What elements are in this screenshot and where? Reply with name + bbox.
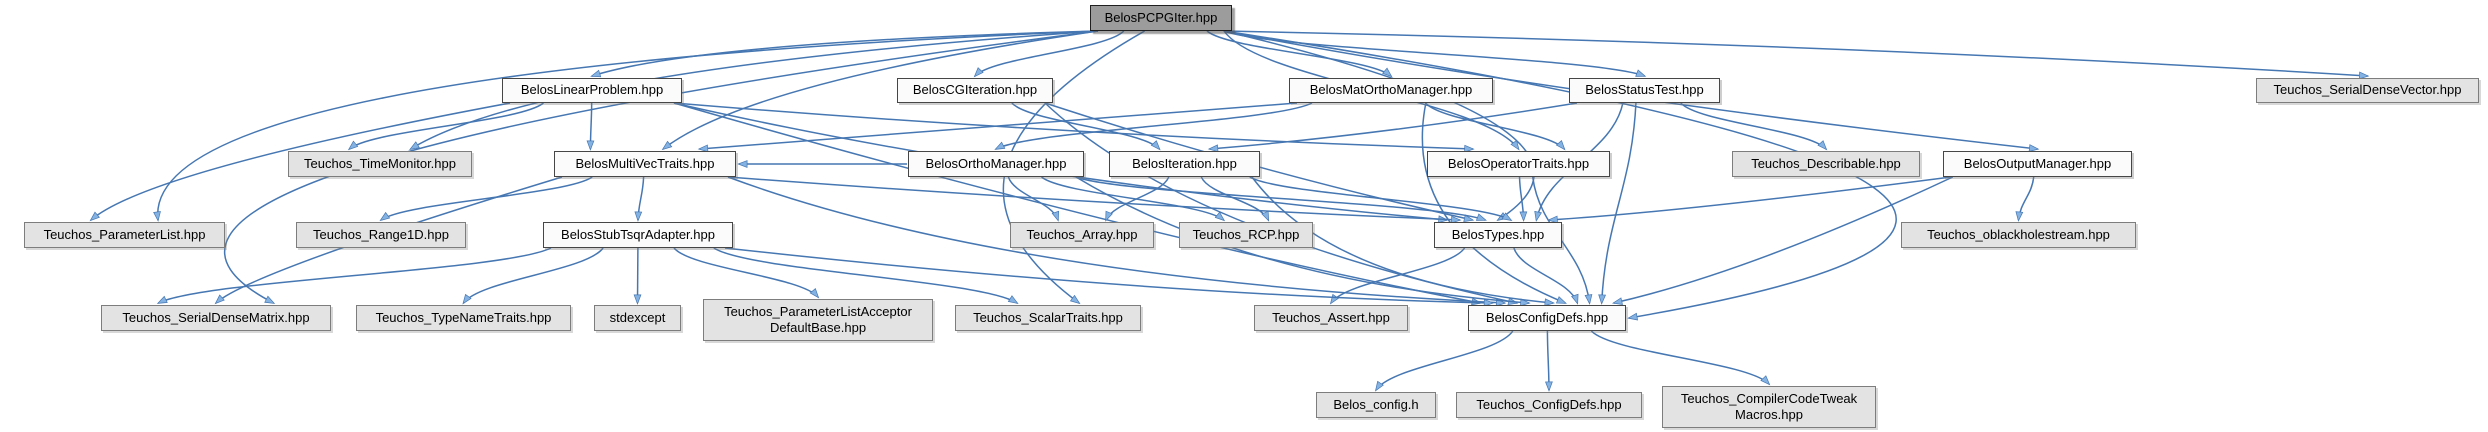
include-edge-lp-mvt <box>586 102 595 151</box>
graph-node-std: stdexcept <box>594 305 681 331</box>
graph-node-tcd: Teuchos_ConfigDefs.hpp <box>1456 392 1642 418</box>
include-edge-cg-it <box>1011 102 1161 151</box>
graph-node-tcct: Teuchos_CompilerCodeTweak Macros.hpp <box>1662 386 1876 428</box>
graph-node-opt[interactable]: BelosOperatorTraits.hpp <box>1427 151 1610 177</box>
include-edge-outm-obh <box>2015 176 2035 222</box>
include-edge-mat-opt <box>1425 102 1566 151</box>
include-edge-stub-cfg <box>724 247 1495 307</box>
include-edge-types-assert <box>1329 247 1466 305</box>
include-edge-lp-tm <box>347 102 544 151</box>
graph-node-sct: Teuchos_ScalarTraits.hpp <box>955 305 1141 331</box>
include-edge-it-arr <box>1105 176 1170 222</box>
graph-node-cfg[interactable]: BelosConfigDefs.hpp <box>1468 305 1626 331</box>
graph-node-pl: Teuchos_ParameterList.hpp <box>24 222 225 248</box>
include-edge-lp-pl <box>89 102 511 222</box>
include-edge-st-it <box>1207 102 1578 153</box>
graph-node-cg[interactable]: BelosCGIteration.hpp <box>897 78 1053 103</box>
include-edge-st-desc <box>1680 102 1828 151</box>
include-edge-root-cg <box>973 30 1125 78</box>
include-edge-outm-cfg <box>1612 176 1954 305</box>
graph-node-sdv: Teuchos_SerialDenseVector.hpp <box>2256 78 2479 103</box>
include-edge-stub-sdm <box>156 247 552 304</box>
graph-node-desc: Teuchos_Describable.hpp <box>1732 151 1920 177</box>
include-edge-it-rcp <box>1200 176 1270 222</box>
graph-node-st[interactable]: BelosStatusTest.hpp <box>1569 78 1720 103</box>
graph-node-it[interactable]: BelosIteration.hpp <box>1109 151 1260 177</box>
include-edge-lp-cfg <box>673 102 1483 306</box>
include-edge-stub-tnt <box>462 247 604 305</box>
graph-node-assert: Teuchos_Assert.hpp <box>1254 305 1408 331</box>
graph-node-obh: Teuchos_oblackholestream.hpp <box>1901 222 2136 248</box>
include-edge-root-lp <box>590 30 1099 78</box>
graph-node-mat[interactable]: BelosMatOrthoManager.hpp <box>1289 78 1493 103</box>
include-edge-st-cfg <box>1598 102 1637 305</box>
include-edge-types-cfg <box>1513 247 1579 305</box>
include-edge-ortho-rcp <box>1041 176 1226 222</box>
include-edge-mvt-r1d <box>379 176 593 222</box>
graph-node-bconf: Belos_config.h <box>1316 392 1436 418</box>
include-edge-mvt-stub <box>634 176 645 222</box>
graph-node-sdm: Teuchos_SerialDenseMatrix.hpp <box>101 305 331 331</box>
include-edge-root-mat <box>1206 30 1393 78</box>
include-edge-root-st <box>1223 30 1647 77</box>
include-edge-mat-ortho <box>994 102 1313 150</box>
include-edge-mvt-sdm <box>214 176 563 305</box>
include-edge-root-pl <box>153 30 1099 222</box>
include-edge-mvt-types <box>727 176 1462 224</box>
graph-node-arr: Teuchos_Array.hpp <box>1010 222 1154 248</box>
graph-node-ortho[interactable]: BelosOrthoManager.hpp <box>908 151 1084 177</box>
graph-node-types[interactable]: BelosTypes.hpp <box>1434 222 1562 248</box>
graph-node-outm[interactable]: BelosOutputManager.hpp <box>1943 151 2132 177</box>
graph-node-stub[interactable]: BelosStubTsqrAdapter.hpp <box>543 222 733 248</box>
graph-node-lp[interactable]: BelosLinearProblem.hpp <box>502 78 682 103</box>
graph-node-mvt[interactable]: BelosMultiVecTraits.hpp <box>554 151 736 177</box>
include-edge-mat-mvt <box>697 102 1298 153</box>
graph-node-tnt: Teuchos_TypeNameTraits.hpp <box>356 305 571 331</box>
include-edge-stub-sct <box>713 247 1019 305</box>
graph-node-r1d: Teuchos_Range1D.hpp <box>296 222 466 248</box>
include-edge-ortho-arr <box>1007 176 1060 222</box>
include-edge-ortho-types <box>1075 176 1487 221</box>
include-edge-opt-types <box>1518 176 1528 222</box>
include-edge-it-types <box>1249 176 1513 221</box>
graph-node-tm: Teuchos_TimeMonitor.hpp <box>288 151 472 177</box>
graph-node-plad: Teuchos_ParameterListAcceptor DefaultBas… <box>703 299 933 341</box>
include-edge-cfg-tcd <box>1545 330 1553 392</box>
graph-node-rcp: Teuchos_RCP.hpp <box>1179 222 1313 248</box>
graph-node-root: BelosPCPGIter.hpp <box>1090 5 1232 31</box>
include-edge-stub-plad <box>673 247 820 299</box>
include-edge-outm-types <box>1547 176 1952 224</box>
include-edge-mat-cfg <box>1421 102 1567 304</box>
include-edge-cfg-bconf <box>1374 330 1514 392</box>
include-edge-root-sdv <box>1223 30 2370 80</box>
include-edge-cfg-tcct <box>1590 330 1771 386</box>
include-edge-root-mvt <box>661 30 1099 151</box>
include-edge-lp-opt <box>673 102 1475 153</box>
include-edge-it-cfg <box>1251 176 1555 307</box>
include-edge-mvt-cfg <box>727 176 1507 307</box>
